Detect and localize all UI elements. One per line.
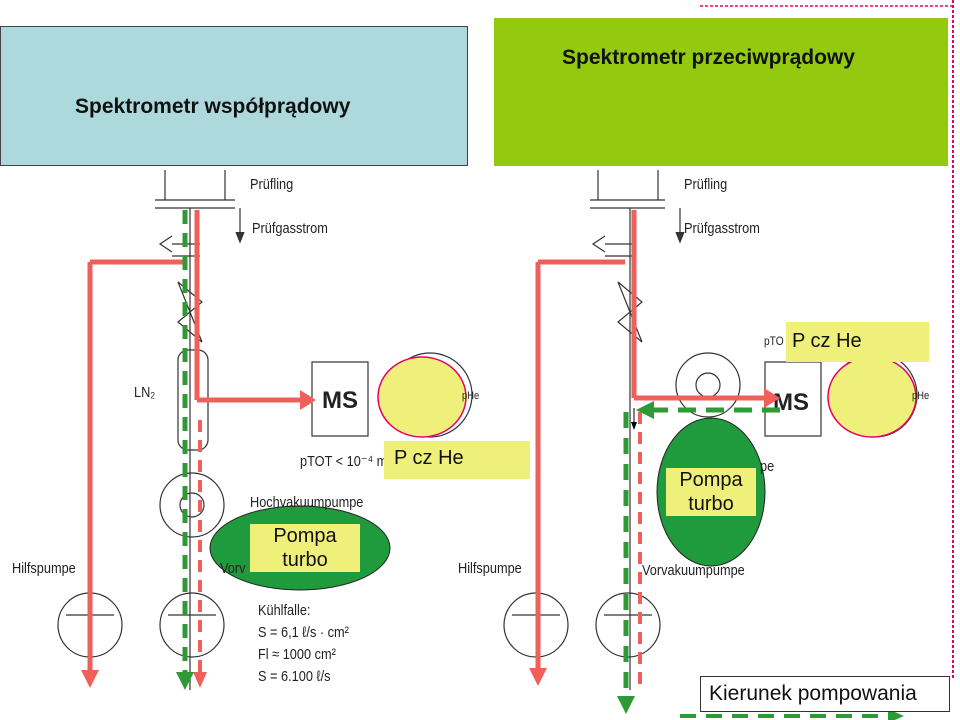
title-box-left: Spektrometr współprądowy [0, 26, 468, 166]
label-hochvakuum-right: pe [760, 458, 775, 475]
small-black-arrow [631, 422, 637, 430]
arrow-red-ms [300, 390, 316, 410]
label-phe-right: pHe [912, 390, 930, 402]
title-box-right: Spektrometr przeciwprądowy [494, 18, 948, 166]
pompa-right-line1: Pompa [666, 468, 756, 492]
arrow-red-left-down [81, 670, 99, 688]
label-ptot-left: pTOT < 10⁻⁴ m [300, 453, 388, 470]
label-hochvakuum-left: Hochvakuumpumpe [250, 494, 364, 511]
label-k1: S = 6,1 ℓ/s · cm² [258, 624, 349, 641]
pompa-left-text: Pompa turbo [250, 524, 360, 572]
label-pruefling-right: Prüfling [684, 176, 728, 193]
label-ln2: LN₂ [134, 384, 156, 401]
pcz-he-right-text: P cz He [792, 330, 862, 352]
ms-label-left: MS [322, 387, 358, 414]
label-kuehlfalle: Kühlfalle: [258, 602, 311, 619]
label-phe-left: pHe [462, 390, 480, 402]
arrow-green-left [176, 672, 194, 690]
pompa-right-line2: turbo [666, 492, 756, 516]
arrow-red-right-down [529, 668, 547, 686]
pcz-he-left-text: P cz He [394, 447, 464, 469]
oval-yellow-left [377, 356, 467, 438]
label-k3: S = 6.100 ℓ/s [258, 668, 331, 685]
pompa-right-text: Pompa turbo [666, 468, 756, 516]
arrow-green-right-down [617, 696, 635, 714]
label-vorvakuum-right: Vorvakuumpumpe [642, 562, 745, 579]
label-hilfspumpe-right: Hilfspumpe [458, 560, 522, 577]
label-k2: Fl ≈ 1000 cm² [258, 646, 336, 663]
oval-yellow-right [827, 356, 917, 438]
box-pcz-he-right: P cz He [786, 322, 929, 362]
title-left: Spektrometr współprądowy [75, 95, 351, 118]
legend-text: Kierunek pompowania [709, 682, 917, 705]
label-pruefling-left: Prüfling [250, 176, 294, 193]
right-red-flows [535, 210, 770, 676]
pompa-left-line2: turbo [250, 548, 360, 572]
title-right: Spektrometr przeciwprądowy [562, 46, 855, 69]
box-pcz-he-left: P cz He [384, 441, 530, 479]
label-hilfspumpe-left: Hilfspumpe [12, 560, 76, 577]
arrow-red-left-dashed [193, 672, 207, 688]
label-pruefgasstrom-left: Prüfgasstrom [252, 220, 328, 237]
label-vorvakuum-left: Vorv [220, 560, 246, 577]
label-pruefgasstrom-right: Prüfgasstrom [684, 220, 760, 237]
label-ptot-right: pTO [764, 334, 784, 348]
arrow-red-right-ms [764, 388, 780, 408]
arrow-green-right-left [636, 401, 654, 419]
legend-box: Kierunek pompowania [700, 676, 950, 712]
pompa-left-line1: Pompa [250, 524, 360, 548]
left-red-flows [87, 210, 305, 680]
